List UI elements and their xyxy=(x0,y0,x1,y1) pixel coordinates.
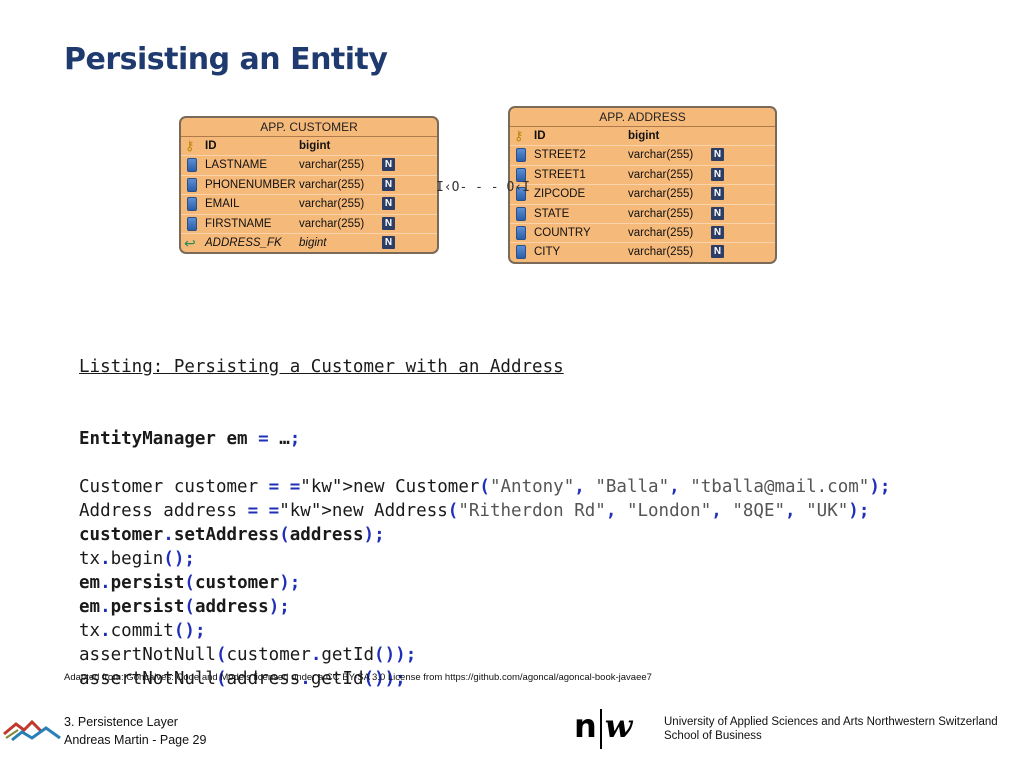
column-name: ADDRESS_FK xyxy=(205,236,282,249)
er-column-row: ZIPCODE varchar(255) N xyxy=(510,184,775,203)
column-name: STATE xyxy=(534,207,570,220)
column-icon xyxy=(187,177,197,192)
logo-w: w xyxy=(604,707,633,745)
column-type: varchar(255) xyxy=(628,226,694,239)
column-name: CITY xyxy=(534,246,561,259)
column-name: COUNTRY xyxy=(534,226,591,239)
slide-title: Persisting an Entity xyxy=(64,42,388,77)
code-line: em.persist(customer); xyxy=(79,573,301,593)
code-line: EntityManager em = …; xyxy=(79,429,301,449)
nullable-icon: N xyxy=(382,235,395,249)
source-credit: Adapted from: Goncalves: Code and Models… xyxy=(64,672,652,683)
column-name: STREET2 xyxy=(534,149,586,162)
listing-caption: Listing: Persisting a Customer with an A… xyxy=(79,357,564,377)
column-name: ID xyxy=(205,140,217,152)
nullable-icon: N xyxy=(382,216,395,230)
logo-n: n xyxy=(574,707,597,745)
code-line: Customer customer = ="kw">new Customer("… xyxy=(79,477,891,497)
er-column-row: STREET1 varchar(255) N xyxy=(510,164,775,184)
er-table-header: APP. ADDRESS xyxy=(510,108,775,127)
column-icon xyxy=(516,245,526,260)
relationship-connector: I‹O- - - O‹I xyxy=(436,180,530,195)
foreign-key-icon: ↩ xyxy=(184,234,196,251)
school-line-1: University of Applied Sciences and Arts … xyxy=(664,716,998,728)
code-line: tx.commit(); xyxy=(79,621,206,641)
nullable-icon: N xyxy=(382,177,395,191)
code-line: Address address = ="kw">new Address("Rit… xyxy=(79,501,870,521)
er-table-header: APP. CUSTOMER xyxy=(181,118,437,137)
column-name: STREET1 xyxy=(534,168,586,181)
er-column-row: CITY varchar(255) N xyxy=(510,242,775,261)
column-type: varchar(255) xyxy=(299,217,365,230)
column-name: ZIPCODE xyxy=(534,188,586,201)
column-name: ID xyxy=(534,130,546,142)
primary-key-icon: ⚷ xyxy=(185,138,195,153)
column-type: varchar(255) xyxy=(628,188,694,201)
nullable-icon: N xyxy=(711,187,724,201)
er-column-row: EMAIL varchar(255) N xyxy=(181,194,437,213)
code-line: customer.setAddress(address); xyxy=(79,525,385,545)
er-column-row: COUNTRY varchar(255) N xyxy=(510,222,775,242)
column-icon xyxy=(516,206,526,221)
column-type: varchar(255) xyxy=(628,168,694,181)
er-column-row: ⚷ ID bigint xyxy=(510,127,775,145)
column-icon xyxy=(187,158,197,173)
mountain-logo-icon xyxy=(3,719,61,742)
column-type: bigint xyxy=(299,140,331,152)
nullable-icon: N xyxy=(711,245,724,259)
code-line: em.persist(address); xyxy=(79,597,290,617)
column-type: varchar(255) xyxy=(628,149,694,162)
er-column-row: STATE varchar(255) N xyxy=(510,203,775,223)
column-type: varchar(255) xyxy=(299,198,365,211)
column-type: varchar(255) xyxy=(299,159,365,172)
er-column-row: ↩ ADDRESS_FK bigint N xyxy=(181,232,437,252)
code-line: tx.begin(); xyxy=(79,549,195,569)
footer-info: 3. Persistence Layer Andreas Martin - Pa… xyxy=(64,713,206,749)
column-icon xyxy=(516,187,526,202)
nullable-icon: N xyxy=(382,197,395,211)
er-column-row: FIRSTNAME varchar(255) N xyxy=(181,213,437,233)
column-icon xyxy=(516,148,526,163)
chapter-label: 3. Persistence Layer xyxy=(64,715,178,729)
column-name: LASTNAME xyxy=(205,159,267,172)
primary-key-icon: ⚷ xyxy=(514,128,524,143)
nullable-icon: N xyxy=(711,225,724,239)
column-icon xyxy=(516,225,526,240)
column-name: PHONENUMBER xyxy=(205,178,296,191)
code-line: assertNotNull(address.getId()); xyxy=(79,669,406,689)
column-type: bigint xyxy=(299,236,327,249)
er-column-row: LASTNAME varchar(255) N xyxy=(181,155,437,174)
column-name: EMAIL xyxy=(205,198,240,211)
code-line xyxy=(79,451,890,475)
nullable-icon: N xyxy=(711,167,724,181)
school-name: University of Applied Sciences and Arts … xyxy=(664,715,998,743)
column-icon xyxy=(187,197,197,212)
code-listing: Listing: Persisting a Customer with an A… xyxy=(79,307,890,715)
column-type: varchar(255) xyxy=(628,207,694,220)
column-icon xyxy=(187,216,197,231)
column-name: FIRSTNAME xyxy=(205,217,272,230)
code-line: assertNotNull(customer.getId()); xyxy=(79,645,417,665)
column-icon xyxy=(516,167,526,182)
er-column-row: STREET2 varchar(255) N xyxy=(510,145,775,164)
author-page-label: Andreas Martin - Page 29 xyxy=(64,733,207,747)
column-type: varchar(255) xyxy=(299,178,365,191)
column-type: varchar(255) xyxy=(628,246,694,259)
nullable-icon: N xyxy=(711,148,724,162)
nullable-icon: N xyxy=(711,206,724,220)
column-type: bigint xyxy=(628,130,660,142)
er-column-row: ⚷ ID bigint xyxy=(181,137,437,155)
school-line-2: School of Business xyxy=(664,730,762,742)
nullable-icon: N xyxy=(382,158,395,172)
